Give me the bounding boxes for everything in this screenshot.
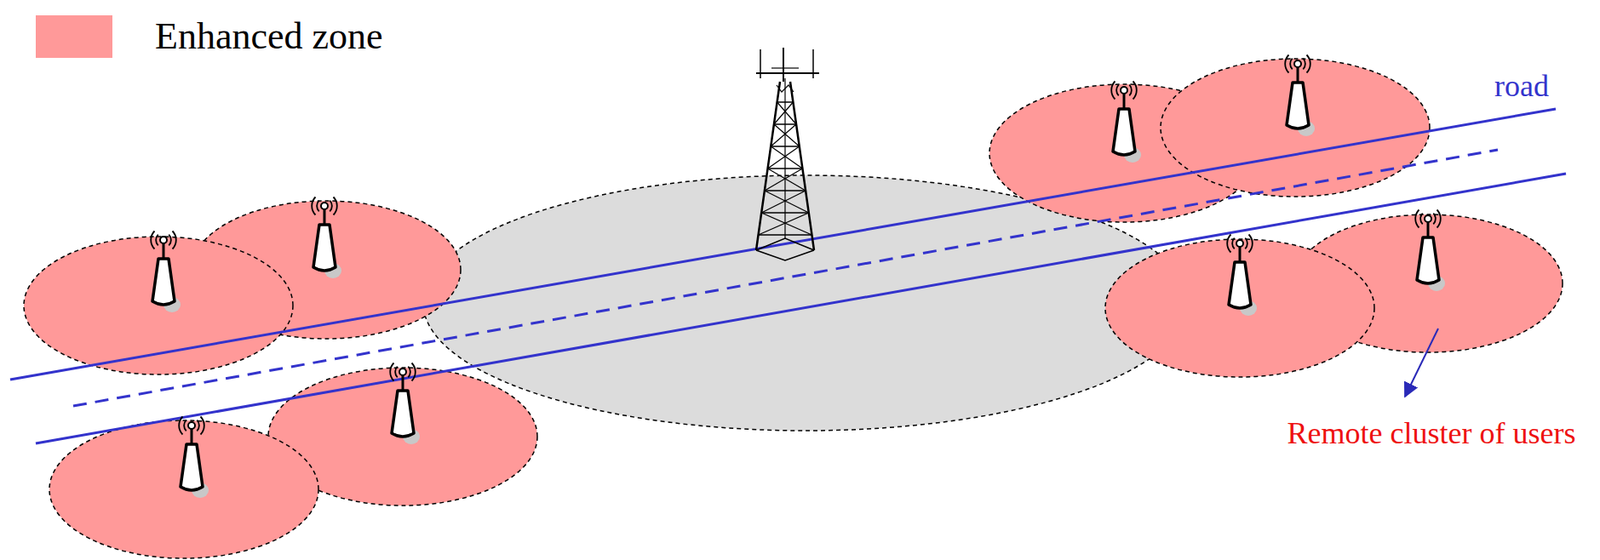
macro-tower [756,47,820,261]
small-cell-antenna [178,417,209,499]
small-cell-antenna [1227,235,1257,317]
enhanced-zone [49,420,319,559]
callout-label: Remote cluster of users [1287,417,1577,452]
small-cell-antenna [1284,55,1315,138]
small-cell-antenna [150,231,181,314]
enhanced-zone [1105,239,1375,378]
road-edge [35,173,1566,444]
leader-arrow [1405,328,1439,397]
legend-swatch [35,15,113,58]
road-edge [10,108,1556,380]
legend-text: Enhanced zone [154,16,384,58]
small-cell-antenna [389,363,420,446]
small-cell-antenna [311,197,342,280]
enhanced-zone [1160,58,1430,197]
small-cell-antenna [1111,81,1142,164]
road-label: road [1494,69,1549,104]
small-cell-antenna [1415,210,1446,293]
